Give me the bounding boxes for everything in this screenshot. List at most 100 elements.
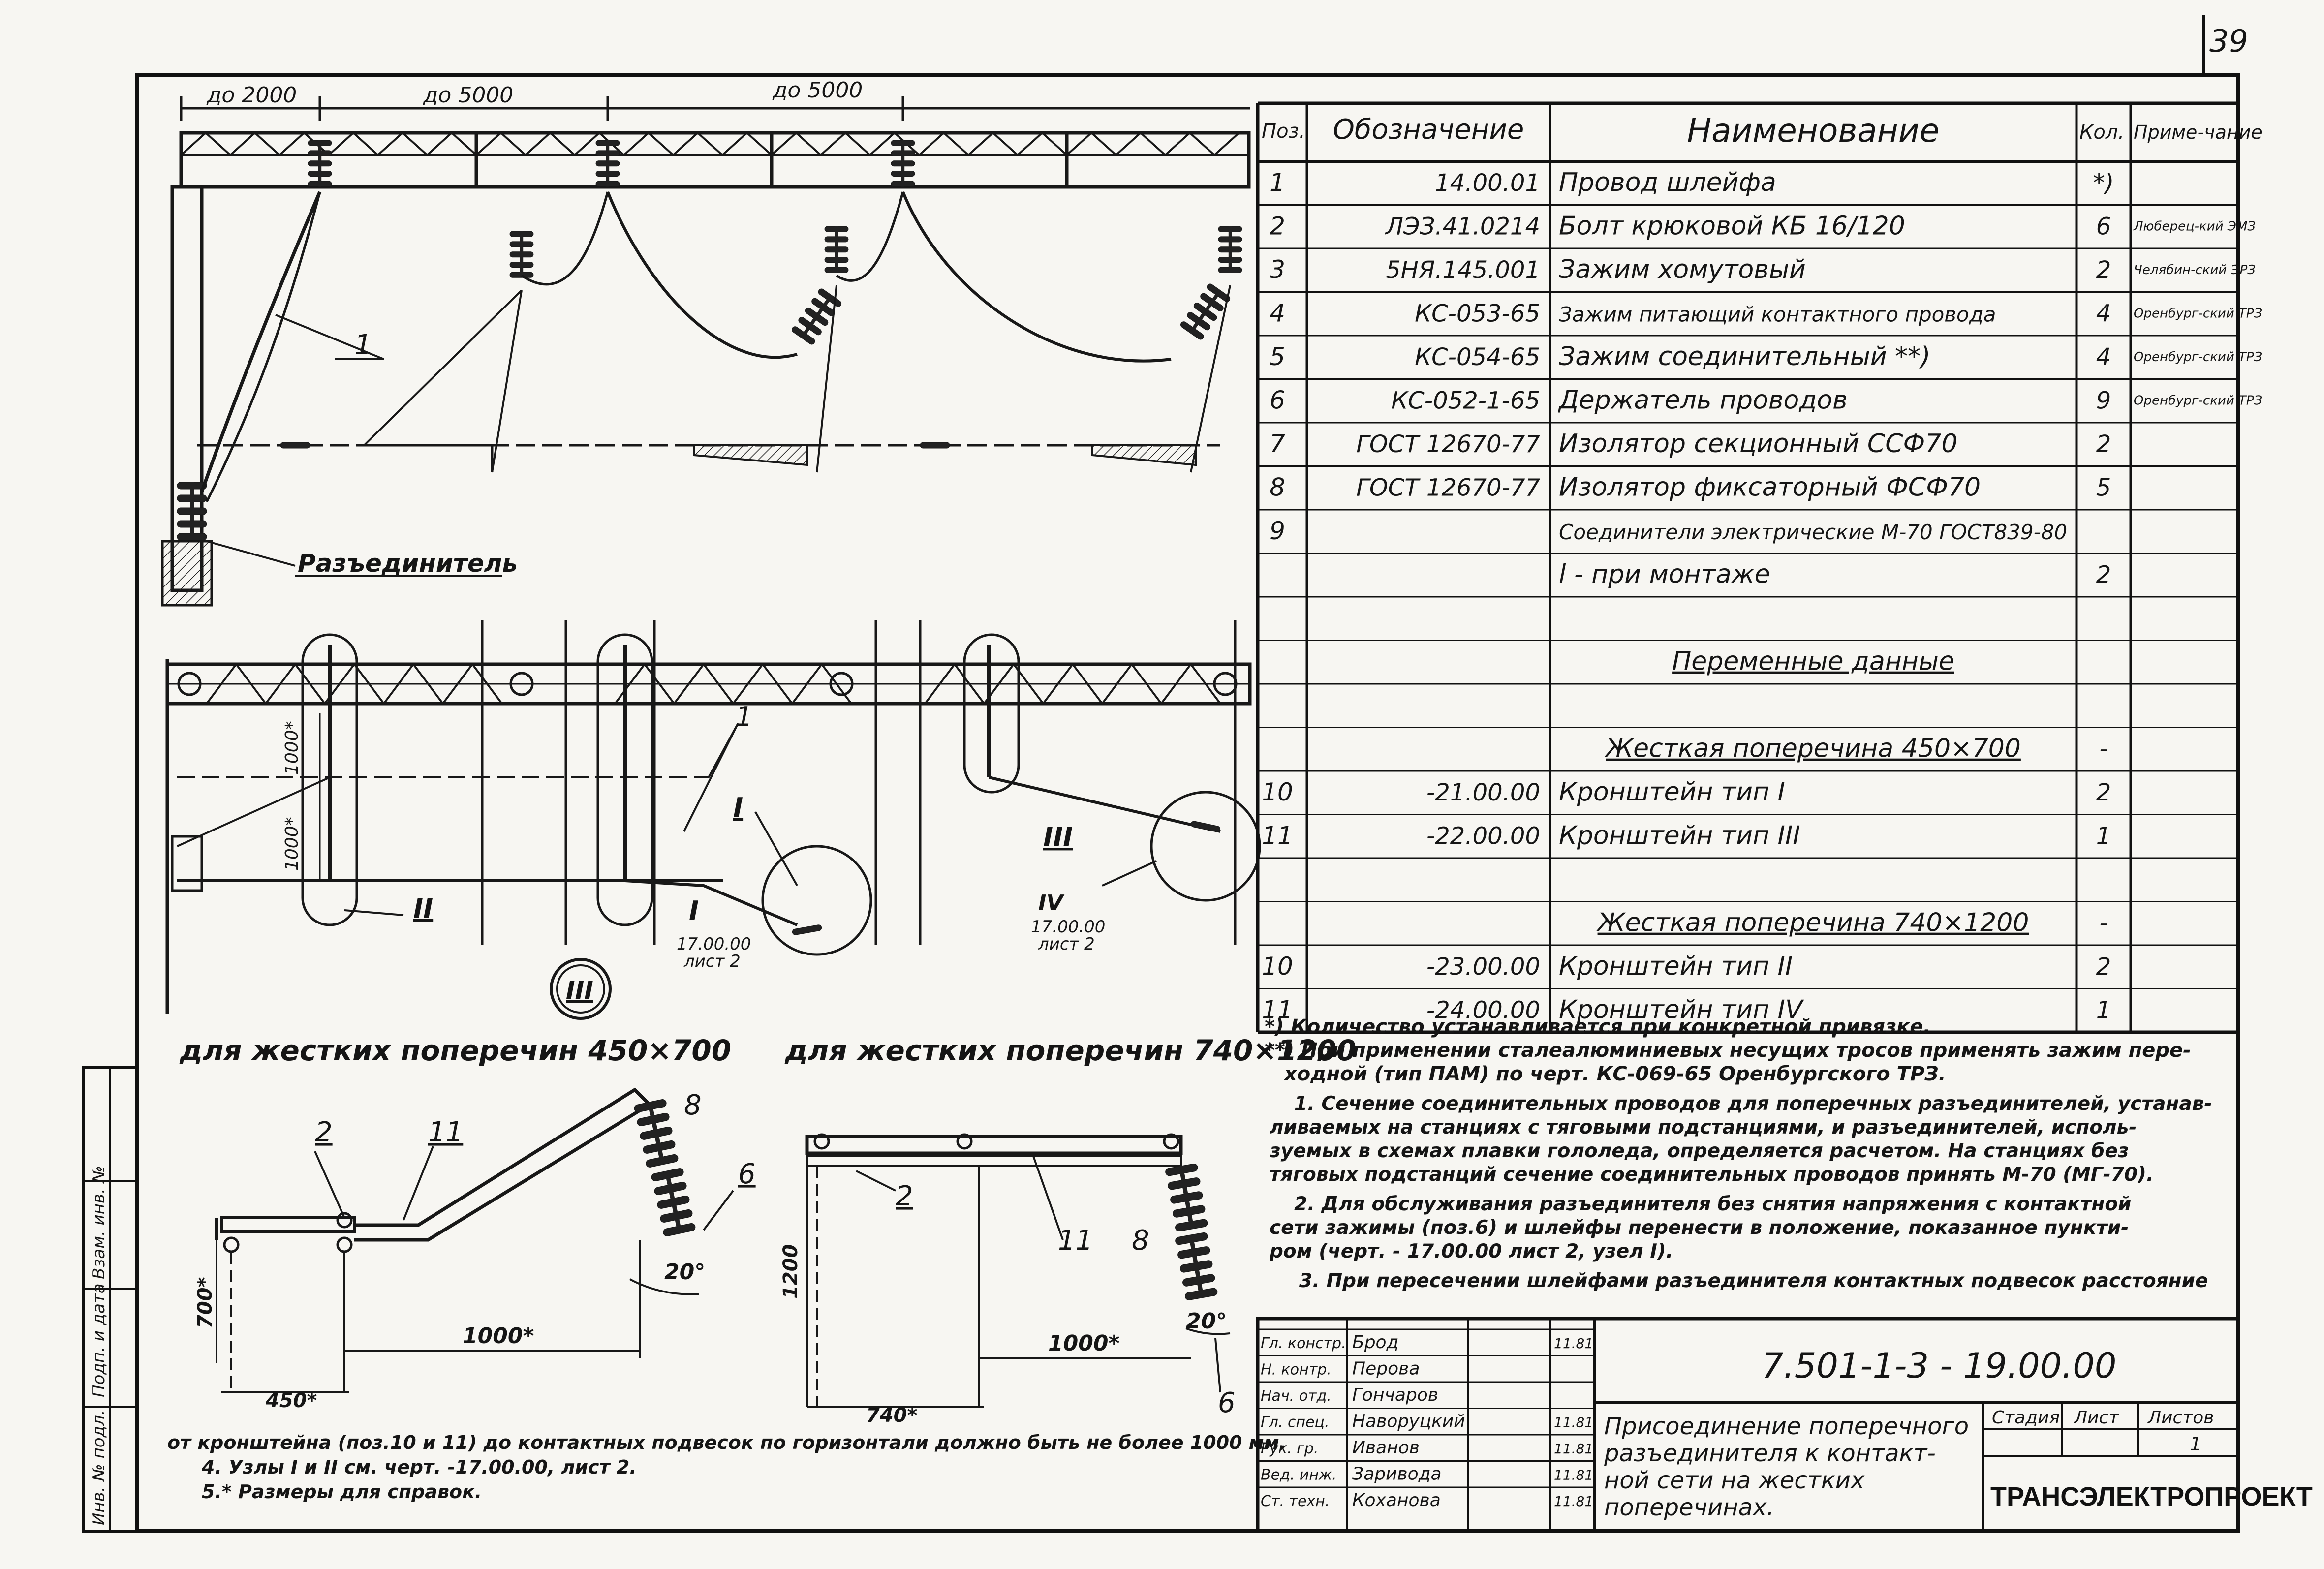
td-name: Болт крюковой КБ 16/120 — [1559, 212, 1905, 241]
td-qty: 2 — [2096, 431, 2111, 458]
dl-pos11: 11 — [428, 1116, 463, 1148]
note-r-3: 1. Сечение соединительных проводов для п… — [1294, 1093, 2212, 1115]
dim-top-2: до 5000 — [423, 83, 513, 108]
note-r-4: ливаемых на станциях с тяговыми подстанц… — [1270, 1116, 2137, 1138]
td-pos: 1 — [1270, 168, 1285, 197]
td-qty: *) — [2093, 169, 2114, 197]
callout-node-I: I — [733, 792, 743, 823]
callout-node-IV: IV — [1038, 891, 1064, 916]
td-name: Провод шлейфа — [1559, 168, 1776, 197]
td-pos: 11 — [1262, 996, 1293, 1024]
td-designation: 5НЯ.145.001 — [1386, 256, 1540, 284]
td-name: Зажим соединительный **) — [1559, 342, 1930, 371]
dim-top-1: до 2000 — [206, 83, 297, 108]
th-designation: Обозначение — [1333, 114, 1524, 146]
dim-top-3: до 5000 — [772, 78, 863, 103]
dr-dim-1200: 1200 — [779, 1244, 802, 1299]
td-designation: ГОСТ 12670-77 — [1356, 431, 1540, 458]
td-qty: 1 — [2096, 823, 2111, 850]
td-name: Переменные данные — [1672, 647, 1954, 677]
note-r-9: ром (черт. - 17.00.00 лист 2, узел I). — [1269, 1240, 1673, 1262]
callout-node-II: II — [413, 893, 433, 924]
tb-role: Нач. отд. — [1261, 1387, 1332, 1405]
doc-number: 7.501-1-3 - 19.00.00 — [1762, 1346, 2116, 1386]
dr-pos6: 6 — [1218, 1387, 1236, 1419]
dr-dim-740: 740* — [866, 1404, 917, 1427]
tb-role: Гл. констр. — [1261, 1335, 1346, 1352]
callout-1a: 1 — [354, 329, 372, 361]
detail-left — [215, 1087, 734, 1393]
td-name: Зажим питающий контактного провода — [1559, 303, 1996, 327]
td-qty: 2 — [2096, 561, 2111, 589]
bottom-note-3: 5.* Размеры для справок. — [202, 1481, 482, 1503]
td-designation: -23.00.00 — [1426, 953, 1540, 981]
td-pos: 7 — [1270, 430, 1285, 458]
stamp-replace: Взам. инв. № — [89, 1166, 109, 1279]
th-qty: Кол. — [2079, 121, 2124, 144]
td-name: Зажим хомутовый — [1559, 255, 1806, 284]
td-qty: 9 — [2096, 387, 2111, 415]
title-line-3: ной сети на жестких — [1604, 1467, 1865, 1494]
td-name: Соединители электрические М-70 ГОСТ839-8… — [1559, 520, 2067, 544]
td-note: Оренбург-ский ТРЗ — [2134, 307, 2262, 321]
td-note: Оренбург-ский ТРЗ — [2134, 394, 2262, 408]
dl-pos6: 6 — [738, 1158, 756, 1190]
note-r-8: сети зажимы (поз.6) и шлейфы перенести в… — [1270, 1217, 2129, 1239]
tb-name: Иванов — [1352, 1438, 1420, 1458]
tb-date: 11.81 — [1554, 1467, 1593, 1483]
sheet-label: Лист — [2073, 1408, 2119, 1428]
dl-pos2: 2 — [315, 1116, 333, 1148]
tb-date: 11.81 — [1554, 1493, 1593, 1509]
td-designation: КС-052-1-65 — [1391, 387, 1540, 415]
td-name: l - при монтаже — [1559, 560, 1770, 589]
dim-plan-1000a: 1000* — [282, 817, 302, 871]
callout-node-I-lower: I — [689, 895, 699, 926]
td-name: Жесткая поперечина 740×1200 — [1596, 908, 2029, 938]
td-qty: 4 — [2096, 343, 2111, 371]
stage-label: Стадия — [1992, 1408, 2060, 1428]
tb-name: Наворуцкий — [1352, 1412, 1465, 1432]
detail-right — [805, 1133, 1231, 1408]
ref-node-I: 17.00.00 — [677, 934, 751, 954]
td-qty: 4 — [2096, 300, 2111, 328]
note-r-6: тяговых подстанций сечение соединительны… — [1270, 1164, 2154, 1186]
td-name: Держатель проводов — [1558, 386, 1848, 415]
ref-node-IV: 17.00.00 — [1031, 917, 1105, 937]
stamp-inv: Инв. № подл. — [89, 1410, 109, 1525]
td-note: Люберец-кий ЭМЗ — [2133, 219, 2256, 234]
td-designation: -21.00.00 — [1426, 779, 1540, 806]
sheets-value: 1 — [2190, 1433, 2201, 1455]
page-number: 39 — [2209, 23, 2248, 59]
note-r-1: **) При применении сталеалюминиевых несу… — [1265, 1039, 2191, 1062]
tb-name: Коханова — [1352, 1490, 1441, 1510]
bottom-note-2: 4. Узлы I и II см. черт. -17.00.00, лист… — [201, 1456, 637, 1478]
td-pos: 11 — [1262, 822, 1293, 850]
td-qty: 6 — [2096, 213, 2111, 241]
note-r-0: *) Количество устанавливается при конкре… — [1265, 1015, 1931, 1038]
dr-dim-1000: 1000* — [1048, 1331, 1119, 1356]
notes-right: *) Количество устанавливается при конкре… — [1265, 1015, 2212, 1292]
detail-right-title: для жестких поперечин 740×1200 — [784, 1034, 1356, 1067]
tb-date: 11.81 — [1554, 1441, 1593, 1457]
td-pos: 8 — [1270, 473, 1285, 502]
dr-pos11: 11 — [1058, 1225, 1093, 1257]
td-qty: 2 — [2096, 256, 2111, 284]
td-pos: 10 — [1262, 778, 1293, 806]
ref-node-IV-sheet: лист 2 — [1038, 934, 1095, 954]
th-pos: Поз. — [1262, 120, 1305, 143]
callout-disconnector: Разъединитель — [298, 549, 518, 578]
tb-name: Заривода — [1352, 1464, 1442, 1484]
th-name: Наименование — [1687, 112, 1940, 150]
td-pos: 2 — [1270, 212, 1285, 241]
section-label: III — [566, 976, 593, 1005]
side-stamp: Инв. № подл. Подп. и дата Взам. инв. № — [82, 1066, 138, 1533]
tb-name: Гончаров — [1352, 1385, 1438, 1405]
td-name: Кронштейн тип III — [1559, 821, 1800, 851]
td-qty: 1 — [2096, 997, 2111, 1024]
td-designation: -22.00.00 — [1426, 823, 1540, 850]
td-name: Изолятор фиксаторный ФСФ70 — [1559, 473, 1981, 502]
sheets-label: Листов — [2147, 1408, 2214, 1428]
tb-role: Гл. спец. — [1261, 1414, 1329, 1431]
tb-name: Брод — [1352, 1332, 1398, 1353]
